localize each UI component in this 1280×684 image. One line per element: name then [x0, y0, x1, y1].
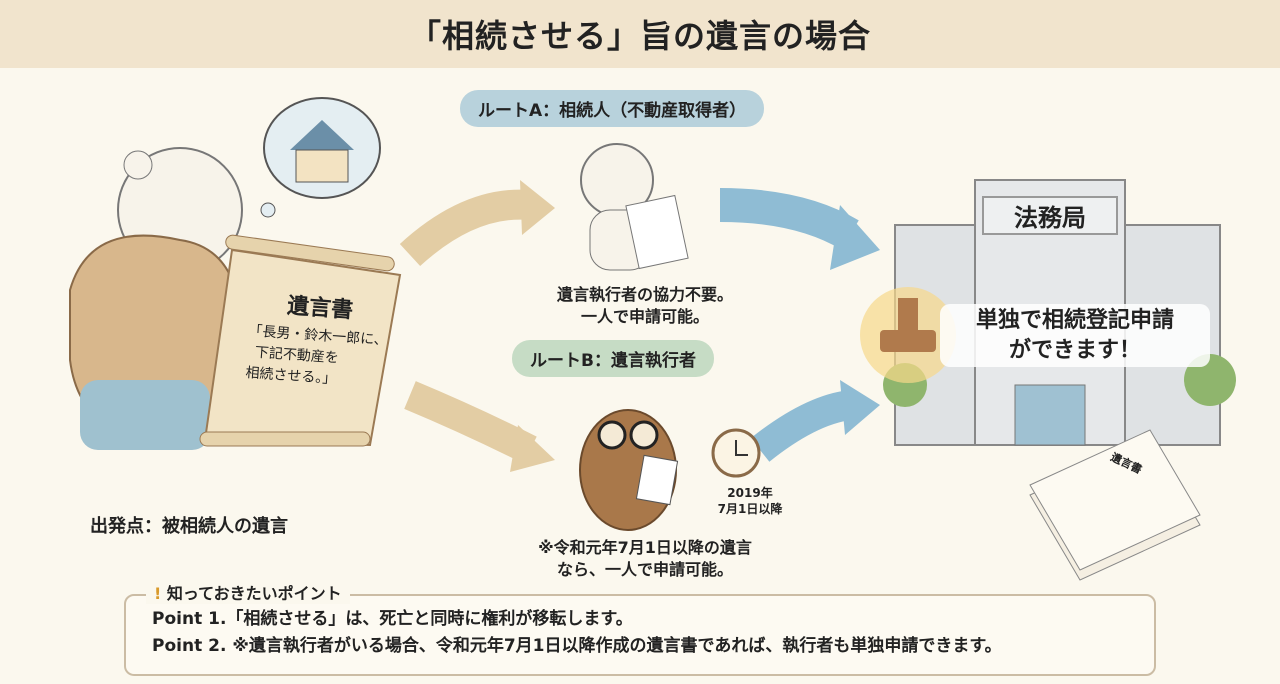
title-band: 「相続させる」旨の遺言の場合	[0, 0, 1280, 68]
route-a-caption: 遺言執行者の協力不要。 一人で申請可能。	[520, 284, 770, 327]
route-a-label: ルートA：相続人（不動産取得者）	[460, 90, 765, 127]
stamp-icon	[860, 287, 956, 383]
small-bear-illustration	[580, 143, 689, 271]
clock-date-label: 2019年 7月1日以降	[705, 485, 795, 517]
polar-bear-illustration	[69, 147, 243, 450]
result-line: ができます！	[1008, 337, 1141, 363]
result-message: 単独で相続登記申請 ができます！	[940, 304, 1210, 368]
arrow-to-route-a	[399, 189, 532, 267]
will-scroll	[199, 234, 402, 447]
will-documents-stack	[1029, 429, 1201, 581]
page-title: 「相続させる」旨の遺言の場合	[408, 17, 871, 55]
point-1: Point 1.「相続させる」は、死亡と同時に権利が移転します。	[152, 609, 633, 629]
arrow-a-to-office	[719, 188, 859, 250]
clock-icon	[711, 428, 761, 478]
exclamation-icon: !	[154, 584, 162, 603]
start-label: 出発点：被相続人の遺言	[90, 516, 288, 537]
route-b-label: ルートB：遺言執行者	[512, 340, 714, 377]
arrow-to-route-b	[404, 381, 537, 464]
result-line: 単独で相続登記申請	[975, 308, 1174, 333]
office-sign: 法務局	[982, 196, 1118, 235]
key-points-heading: ! 知っておきたいポイント	[146, 580, 350, 604]
caption-line: 一人で申請可能。	[580, 306, 709, 326]
thought-bubble-house-icon	[260, 97, 381, 218]
caption-line: 遺言執行者の協力不要。	[556, 285, 733, 304]
clock-label-line: 2019年	[727, 486, 773, 500]
point-2: Point 2. ※遺言執行者がいる場合、令和元年7月1日以降作成の遺言書であれ…	[152, 636, 1002, 657]
arrow-b-to-office	[750, 390, 853, 462]
owl-illustration	[579, 409, 679, 531]
caption-line: ※令和元年7月1日以降の遺言	[538, 538, 752, 557]
clock-label-line: 7月1日以降	[717, 502, 783, 517]
key-points-box: Point 1.「相続させる」は、死亡と同時に権利が移転します。 Point 2…	[124, 594, 1156, 676]
key-points-title: 知っておきたいポイント	[166, 584, 342, 603]
will-content: 遺言書 「長男・鈴木一郎に、 下記不動産を 相続させる。」	[245, 285, 392, 394]
caption-line: なら、一人で申請可能。	[556, 559, 733, 579]
will-text: 「長男・鈴木一郎に、 下記不動産を 相続させる。」	[245, 321, 389, 394]
route-b-caption: ※令和元年7月1日以降の遺言 なら、一人で申請可能。	[500, 537, 790, 580]
